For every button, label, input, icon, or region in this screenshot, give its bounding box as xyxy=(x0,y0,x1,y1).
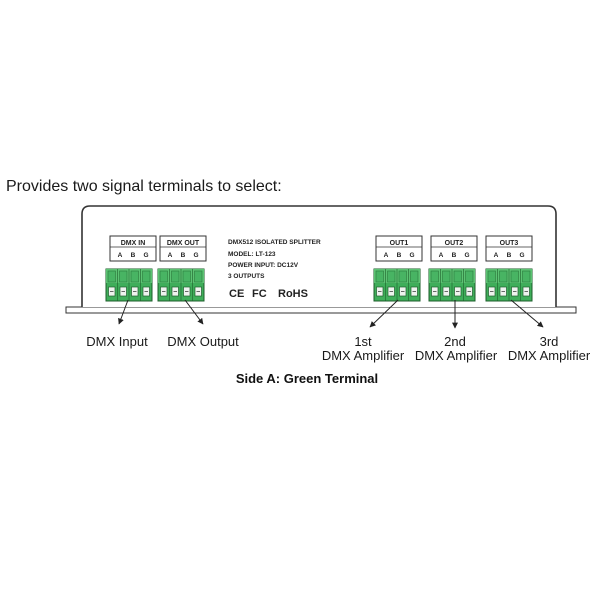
terminal-slot xyxy=(487,270,496,283)
terminal-slot xyxy=(194,270,203,283)
terminal-slot xyxy=(430,270,439,283)
amp2-label-line2: DMX Amplifier xyxy=(415,348,498,363)
terminal-slot xyxy=(442,270,451,283)
amp1-label-line2: DMX Amplifier xyxy=(322,348,405,363)
dmx-in-header: DMX IN A B G xyxy=(109,235,157,262)
terminal-slot xyxy=(387,270,396,283)
pin-b-label: B xyxy=(181,252,186,259)
terminal-slot xyxy=(410,270,419,283)
terminal-slot xyxy=(142,270,151,283)
dmx-out-label: DMX OUT xyxy=(167,240,200,247)
dmx-out-terminal xyxy=(157,268,205,302)
intro-text: Provides two signal terminals to select: xyxy=(6,178,282,195)
terminal-slot xyxy=(107,270,116,283)
info-line-3: POWER INPUT: DC12V xyxy=(228,262,299,269)
terminal-slot xyxy=(119,270,128,283)
terminal-slot xyxy=(375,270,384,283)
info-line-4: 3 OUTPUTS xyxy=(228,273,265,280)
arrow-dmx-output xyxy=(184,299,204,325)
pin-g-label: G xyxy=(143,252,148,259)
out1-terminal xyxy=(373,268,421,302)
arrow-amp-3 xyxy=(510,299,544,328)
info-line-2: MODEL: LT-123 xyxy=(228,251,276,258)
amp3-label-line2: DMX Amplifier xyxy=(508,348,591,363)
pin-b-label: B xyxy=(397,252,402,259)
pin-a-label: A xyxy=(384,252,389,259)
rohs-mark: RoHS xyxy=(278,288,308,300)
mounting-flange xyxy=(65,306,577,314)
amp3-label-line1: 3rd xyxy=(540,334,559,349)
terminal-slot xyxy=(499,270,508,283)
pin-a-label: A xyxy=(439,252,444,259)
fc-mark: FC xyxy=(252,288,267,300)
dmx-in-terminal xyxy=(105,268,153,302)
pin-g-label: G xyxy=(193,252,198,259)
out3-label: OUT3 xyxy=(500,240,519,247)
dmx-output-label: DMX Output xyxy=(167,334,239,349)
pin-a-label: A xyxy=(118,252,123,259)
terminal-slot xyxy=(182,270,191,283)
ce-mark: CE xyxy=(229,288,244,300)
arrow-dmx-input xyxy=(118,299,129,325)
terminal-slot xyxy=(510,270,519,283)
pin-a-label: A xyxy=(168,252,173,259)
pin-g-label: G xyxy=(464,252,469,259)
out2-terminal xyxy=(428,268,476,302)
out2-header: OUT2 A B G xyxy=(430,235,478,262)
pin-g-label: G xyxy=(409,252,414,259)
arrow-amp-1 xyxy=(369,299,399,328)
terminal-slot xyxy=(159,270,168,283)
pin-g-label: G xyxy=(519,252,524,259)
pin-b-label: B xyxy=(131,252,136,259)
terminal-slot xyxy=(522,270,531,283)
terminal-slot xyxy=(398,270,407,283)
caption: Side A: Green Terminal xyxy=(236,371,378,386)
dmx-out-header: DMX OUT A B G xyxy=(159,235,207,262)
dmx-in-label: DMX IN xyxy=(121,240,146,247)
terminal-slot xyxy=(130,270,139,283)
amp1-label-line1: 1st xyxy=(354,334,372,349)
out3-header: OUT3 A B G xyxy=(485,235,533,262)
info-line-1: DMX512 ISOLATED SPLITTER xyxy=(228,239,321,246)
pin-b-label: B xyxy=(507,252,512,259)
out1-label: OUT1 xyxy=(390,240,409,247)
terminal-slot xyxy=(171,270,180,283)
pin-b-label: B xyxy=(452,252,457,259)
dmx-input-label: DMX Input xyxy=(86,334,148,349)
amp2-label-line1: 2nd xyxy=(444,334,466,349)
terminal-slot xyxy=(465,270,474,283)
out3-terminal xyxy=(485,268,533,302)
pin-a-label: A xyxy=(494,252,499,259)
out2-label: OUT2 xyxy=(445,240,464,247)
terminal-slot xyxy=(453,270,462,283)
out1-header: OUT1 A B G xyxy=(375,235,423,262)
